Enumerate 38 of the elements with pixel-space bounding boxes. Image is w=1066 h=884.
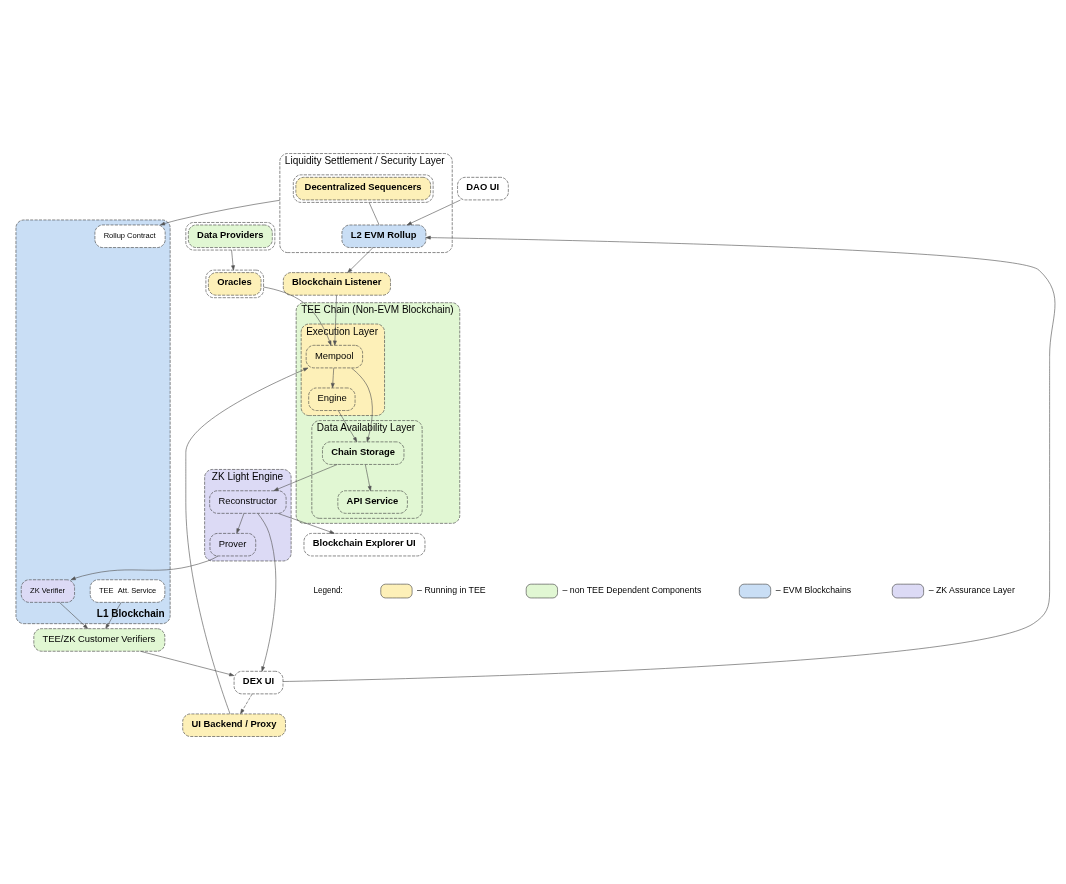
arrow — [347, 246, 374, 273]
connector — [368, 201, 380, 225]
node-box: UI Backend / Proxy — [182, 713, 286, 737]
arrow — [351, 367, 373, 442]
arrow — [105, 601, 122, 629]
node-box: Engine — [308, 387, 356, 411]
legend-label: – Running in TEE — [417, 584, 486, 595]
legend-label: – ZK Assurance Layer — [928, 584, 1015, 595]
arrow — [365, 463, 372, 491]
node-box: Mempool — [305, 344, 363, 368]
arrow — [277, 512, 335, 534]
arrow — [70, 555, 219, 580]
node-box: Blockchain Listener — [283, 271, 391, 295]
arrow — [406, 199, 461, 225]
arrow — [240, 693, 253, 714]
arrow — [263, 286, 332, 346]
node-box: Prover — [209, 532, 257, 556]
node-box: API Service — [337, 489, 408, 514]
arrow — [231, 249, 235, 270]
arrow — [185, 367, 309, 714]
arrow — [330, 367, 335, 388]
node-box: DEX UI — [233, 670, 284, 694]
arrow — [333, 294, 337, 346]
legend-label: – EVM Blockchains — [775, 584, 852, 595]
node-box: Blockchain Explorer UI — [303, 532, 426, 556]
node-box: Reconstructor — [209, 489, 287, 514]
node-box: Chain Storage — [322, 441, 405, 465]
legend-label: – non TEE Dependent Components — [562, 584, 702, 595]
arrow — [236, 512, 245, 533]
arrow — [338, 409, 358, 442]
arrow — [273, 463, 338, 491]
arrow — [160, 199, 281, 225]
arrow — [140, 650, 235, 676]
node-box: L2 EVM Rollup — [341, 224, 427, 248]
arrow — [257, 512, 277, 671]
node-box: DAO UI — [457, 176, 509, 200]
arrow — [59, 601, 88, 629]
node-box: TEE/ZK Customer Verifiers — [33, 627, 166, 652]
